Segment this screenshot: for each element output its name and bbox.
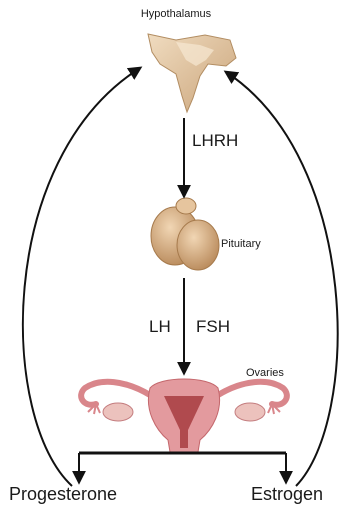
lhrh-label: LHRH (192, 131, 238, 151)
ovaries-label: Ovaries (246, 367, 284, 379)
estrogen-feedback-arrow (226, 72, 338, 486)
pituitary-label: Pituitary (221, 238, 261, 250)
progesterone-label: Progesterone (9, 484, 117, 505)
estrogen-label: Estrogen (251, 484, 323, 505)
lh-label: LH (149, 317, 171, 337)
hypothalamus-illustration (148, 34, 236, 112)
hypothalamus-label: Hypothalamus (0, 8, 352, 20)
fsh-label: FSH (196, 317, 230, 337)
ovaries-illustration (81, 379, 287, 452)
progesterone-feedback-arrow (23, 68, 140, 486)
pituitary-illustration (151, 198, 219, 270)
ovary-output-bracket (79, 453, 286, 482)
